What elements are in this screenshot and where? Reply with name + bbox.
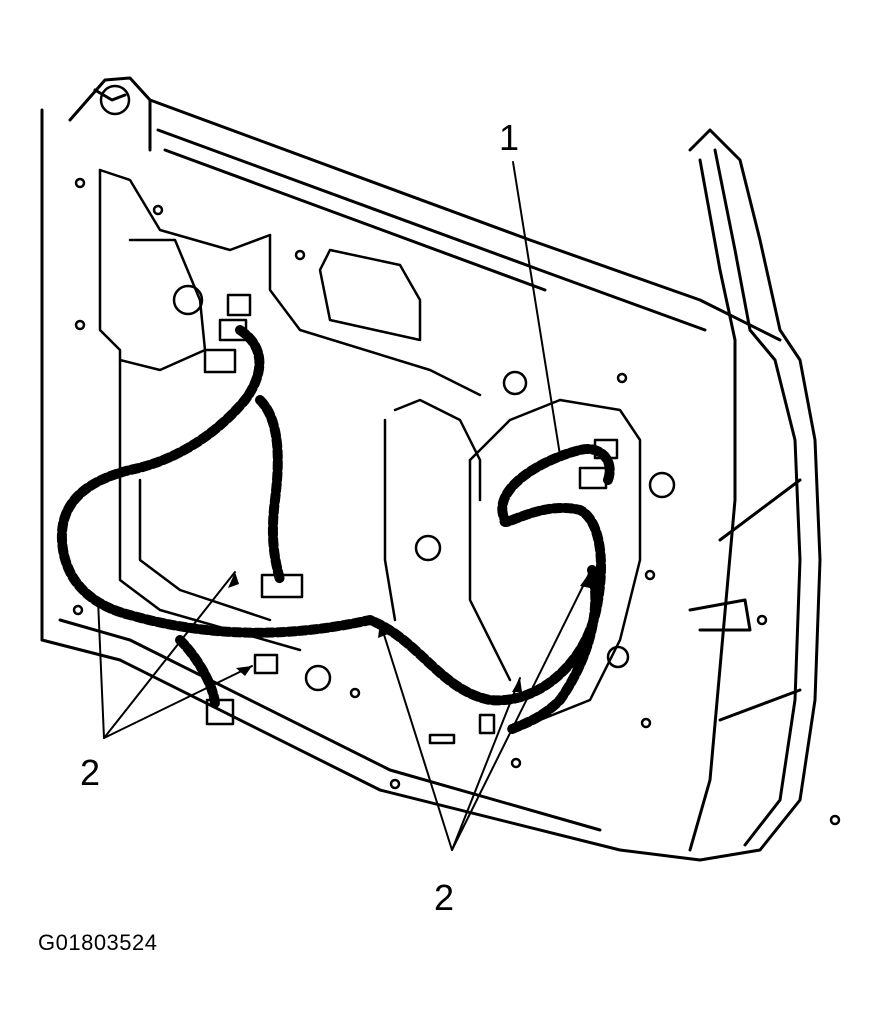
panel-holes [72,84,841,826]
callout-label-1: 1 [499,117,519,158]
callout-2-left-leader-c [97,599,105,739]
callout-2-left-leader-a [103,571,236,739]
callout-2-right-leader-a [379,621,453,851]
inner-door-panel [98,168,642,722]
callout-label-2-right: 2 [434,877,454,918]
wiring-harness [56,325,615,735]
callout-arrowheads [228,572,590,692]
callout-2-right-leader-b [451,677,521,851]
callout-1-leader [512,161,561,456]
door-frame [40,76,822,862]
callout-2-right-leader-c [451,571,591,851]
callout-leaders [97,161,591,851]
callout-2-left-leader-b [103,665,253,739]
figure-id: G01803524 [38,930,158,955]
callout-label-2-left: 2 [80,752,100,793]
